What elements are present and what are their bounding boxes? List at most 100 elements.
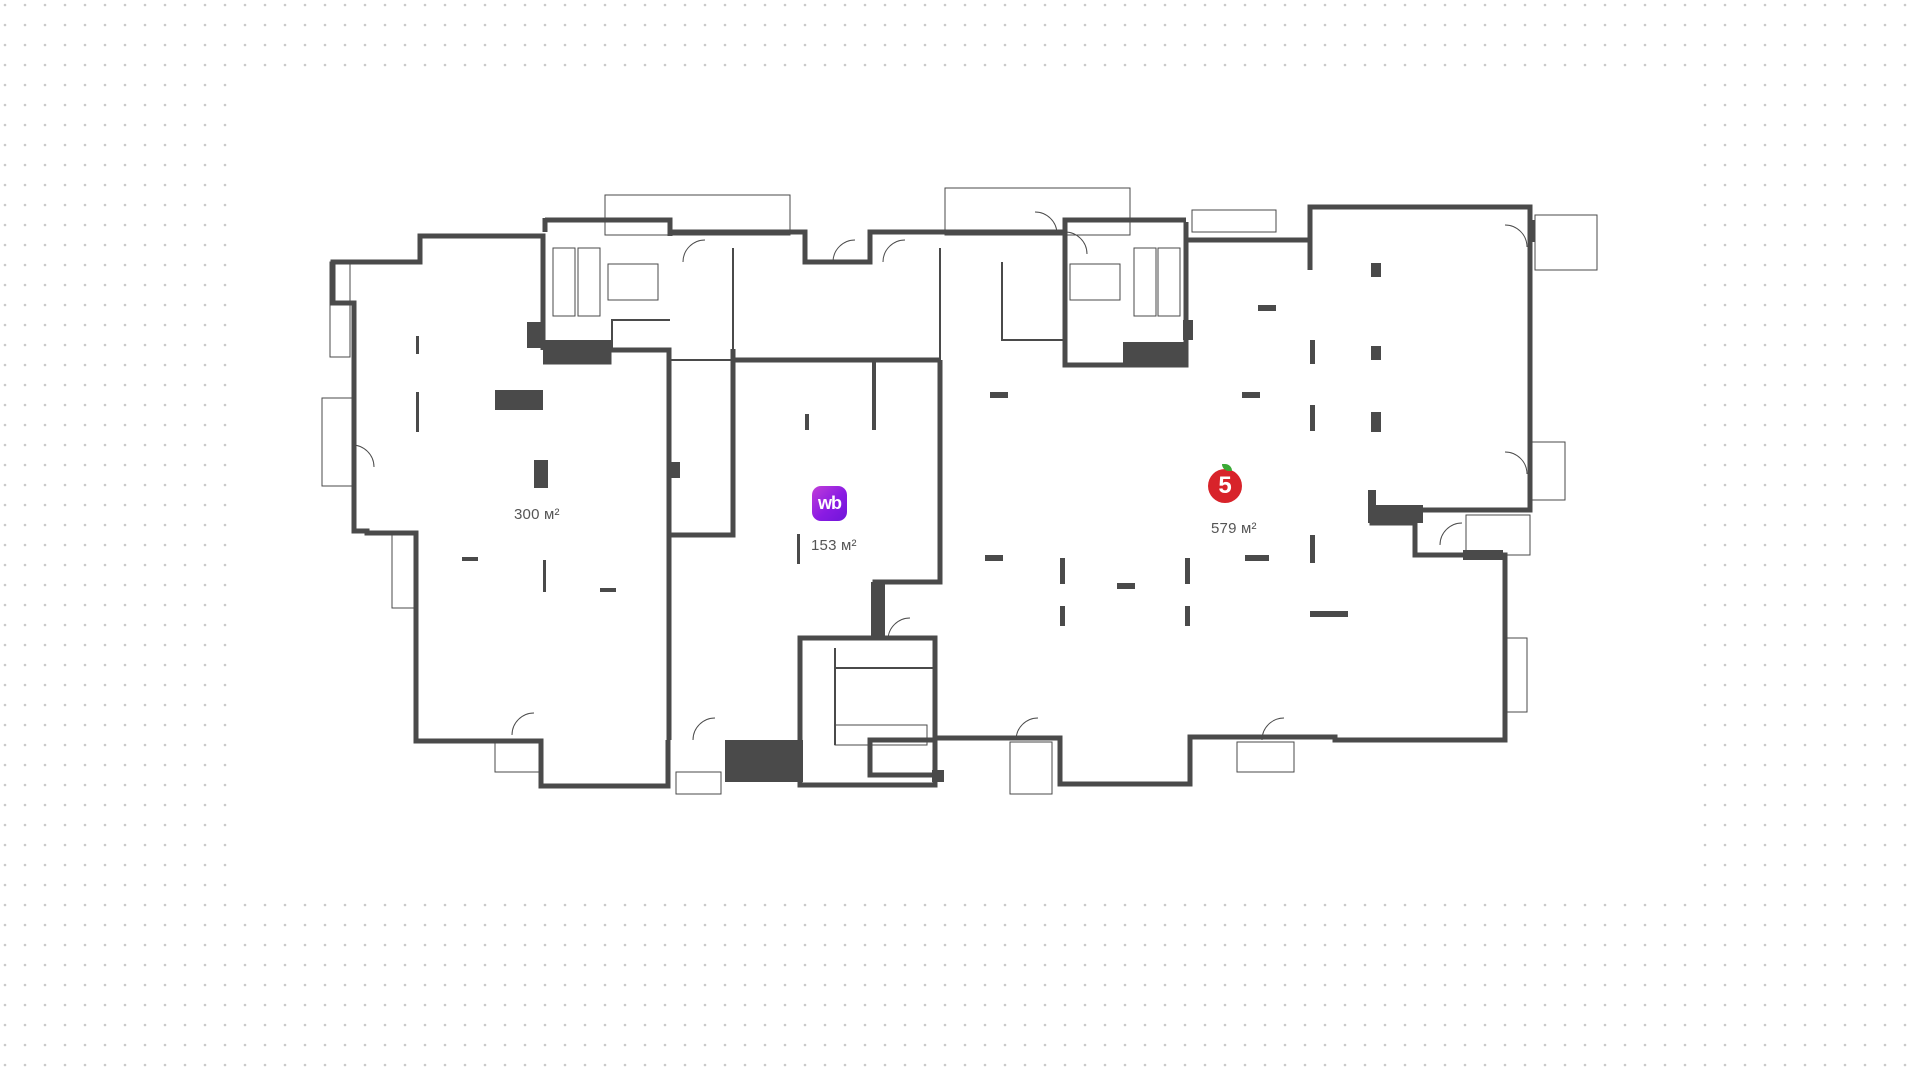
grid-dot: [1343, 63, 1347, 67]
grid-dot: [183, 263, 187, 267]
grid-dot: [1703, 1063, 1707, 1067]
grid-dot: [663, 963, 667, 967]
grid-dot: [1883, 323, 1887, 327]
grid-dot: [223, 23, 227, 27]
grid-dot: [1243, 943, 1247, 947]
grid-dot: [943, 3, 947, 7]
grid-dot: [1263, 1003, 1267, 1007]
grid-dot: [1803, 1003, 1807, 1007]
grid-dot: [1803, 423, 1807, 427]
grid-dot: [103, 483, 107, 487]
wall-block: [932, 770, 944, 782]
grid-dot: [183, 523, 187, 527]
grid-dot: [963, 43, 967, 47]
grid-dot: [1903, 1063, 1907, 1067]
grid-dot: [1643, 943, 1647, 947]
stairs-unit-right-2: [1157, 247, 1181, 317]
grid-dot: [1183, 43, 1187, 47]
grid-dot: [863, 63, 867, 67]
grid-dot: [203, 823, 207, 827]
grid-dot: [1563, 1063, 1567, 1067]
grid-dot: [1603, 1043, 1607, 1047]
grid-dot: [903, 963, 907, 967]
grid-dot: [783, 983, 787, 987]
grid-dot: [1563, 23, 1567, 27]
grid-dot: [223, 83, 227, 87]
grid-dot: [143, 723, 147, 727]
grid-dot: [1743, 343, 1747, 347]
grid-dot: [203, 83, 207, 87]
grid-dot: [903, 1003, 907, 1007]
grid-dot: [403, 43, 407, 47]
grid-dot: [1863, 443, 1867, 447]
grid-dot: [583, 23, 587, 27]
grid-dot: [1063, 923, 1067, 927]
grid-dot: [1003, 1003, 1007, 1007]
grid-dot: [1023, 983, 1027, 987]
grid-dot: [1043, 963, 1047, 967]
grid-dot: [3, 563, 7, 567]
grid-dot: [143, 823, 147, 827]
grid-dot: [1583, 1043, 1587, 1047]
grid-dot: [1803, 763, 1807, 767]
grid-dot: [223, 563, 227, 567]
grid-dot: [1123, 1003, 1127, 1007]
grid-dot: [1803, 403, 1807, 407]
grid-dot: [343, 1063, 347, 1067]
grid-dot: [1863, 483, 1867, 487]
grid-dot: [203, 563, 207, 567]
grid-dot: [163, 563, 167, 567]
grid-dot: [1403, 43, 1407, 47]
grid-dot: [1123, 3, 1127, 7]
grid-dot: [803, 983, 807, 987]
grid-dot: [1883, 23, 1887, 27]
wall-stair-right: [940, 217, 1186, 235]
grid-dot: [863, 1023, 867, 1027]
grid-dot: [43, 663, 47, 667]
grid-dot: [1723, 103, 1727, 107]
grid-dot: [3, 403, 7, 407]
grid-dot: [403, 3, 407, 7]
grid-dot: [1623, 3, 1627, 7]
grid-dot: [1523, 23, 1527, 27]
grid-dot: [823, 1023, 827, 1027]
grid-dot: [183, 683, 187, 687]
grid-dot: [1683, 1063, 1687, 1067]
grid-dot: [1363, 923, 1367, 927]
grid-dot: [283, 1043, 287, 1047]
steps-bottom-pyat: [1009, 741, 1053, 795]
grid-dot: [203, 183, 207, 187]
grid-dot: [1823, 363, 1827, 367]
grid-dot: [203, 103, 207, 107]
grid-dot: [1263, 43, 1267, 47]
grid-dot: [803, 63, 807, 67]
grid-dot: [203, 663, 207, 667]
grid-dot: [123, 823, 127, 827]
grid-dot: [183, 943, 187, 947]
partitions: [611, 248, 1065, 745]
grid-dot: [1803, 663, 1807, 667]
grid-dot: [283, 1063, 287, 1067]
grid-dot: [1423, 3, 1427, 7]
grid-dot: [123, 83, 127, 87]
grid-dot: [223, 483, 227, 487]
grid-dot: [1703, 483, 1707, 487]
grid-dot: [203, 843, 207, 847]
grid-dot: [1443, 943, 1447, 947]
grid-dot: [1843, 203, 1847, 207]
grid-dot: [43, 923, 47, 927]
grid-dot: [103, 923, 107, 927]
grid-dot: [1903, 643, 1907, 647]
grid-dot: [1883, 523, 1887, 527]
grid-dot: [1183, 23, 1187, 27]
column: [1371, 346, 1381, 360]
grid-dot: [103, 443, 107, 447]
grid-dot: [1403, 903, 1407, 907]
grid-dot: [1443, 923, 1447, 927]
grid-dot: [943, 43, 947, 47]
grid-dot: [143, 443, 147, 447]
grid-dot: [563, 1023, 567, 1027]
grid-dot: [1743, 983, 1747, 987]
grid-dot: [703, 1043, 707, 1047]
grid-dot: [1363, 63, 1367, 67]
